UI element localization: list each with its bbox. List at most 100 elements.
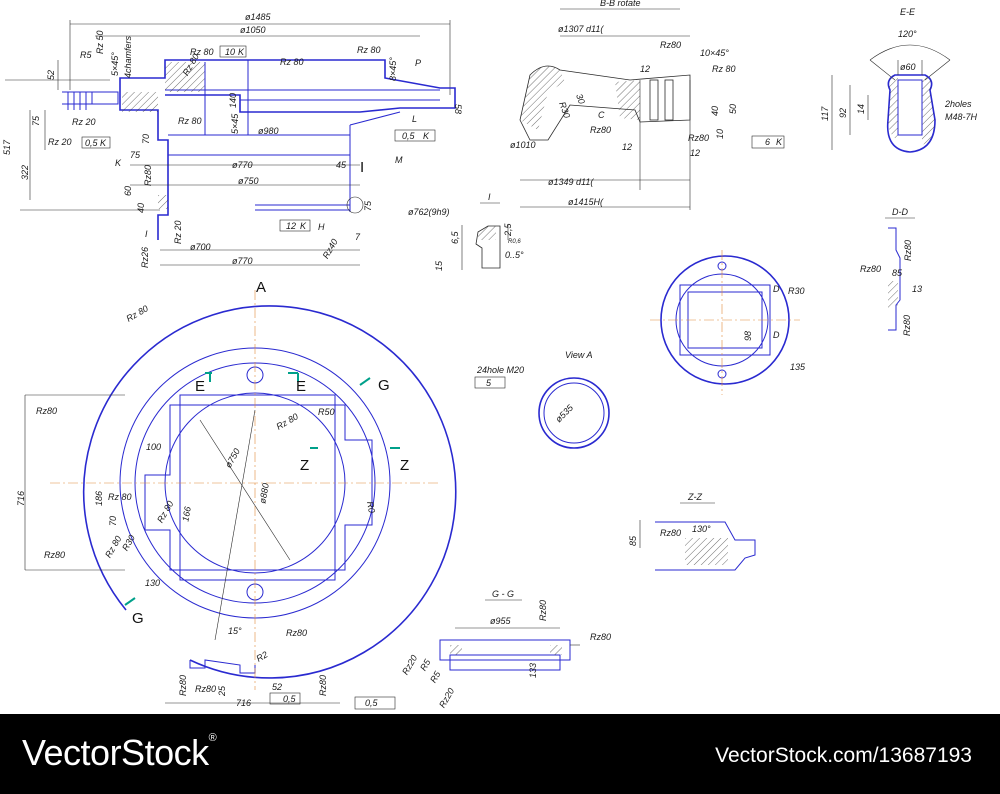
section-ee: E-E 120° ø60 117 92 14 2holes M48-7H: [820, 7, 978, 153]
dim-a15: 15°: [228, 626, 242, 636]
dim-75-c: 75: [363, 200, 373, 211]
tol-05-b: 0,5: [365, 698, 379, 708]
dim-70-b: 70: [108, 516, 118, 526]
ring-top-view: D D R30 98 135: [650, 250, 806, 395]
rough-rz80-pv4: Rz 80: [108, 492, 132, 502]
dim-5x45: 5×45°: [110, 52, 120, 76]
section-gg-title: G - G: [492, 589, 514, 599]
dim-d1307: ø1307 d11(: [558, 24, 604, 34]
brand-logo: VectorStock®: [22, 732, 217, 774]
rough-rz80-f: Rz 80: [178, 116, 202, 126]
dim-716-a: 716: [16, 491, 26, 506]
marker-e-2: E: [296, 378, 306, 395]
dim-117: 117: [820, 106, 830, 121]
dim-135: 135: [790, 362, 806, 372]
rough-rz80-zz: Rz80: [660, 528, 681, 538]
dim-133: 133: [528, 663, 538, 678]
rough-rz80-dd3: Rz80: [902, 315, 912, 336]
dim-d980: ø980: [258, 126, 279, 136]
section-dd: D-D Rz80 Rz80 85 13 Rz80: [860, 207, 922, 336]
dim-65: 6,5: [450, 230, 460, 244]
dim-d1349: ø1349 d11(: [548, 177, 594, 187]
section-ee-title: E-E: [900, 7, 916, 17]
rough-rz80-bb4: Rz80: [688, 133, 709, 143]
dim-r30-tv: R30: [788, 286, 805, 296]
dim-d955: ø955: [490, 616, 512, 626]
dim-186: 186: [94, 491, 104, 506]
marker-p: P: [415, 58, 421, 68]
rough-rz80-pv2: Rz80: [36, 406, 57, 416]
dim-d770-a: ø770: [232, 160, 253, 170]
dim-r30: R30: [557, 100, 572, 119]
rough-rz26: Rz26: [140, 247, 150, 268]
marker-e-1: E: [195, 378, 205, 395]
marker-g-1: G: [378, 377, 390, 394]
section-zz-title: Z-Z: [687, 492, 702, 502]
rough-rz20-b: Rz 20: [48, 137, 72, 147]
rough-rz80-bb2: Rz 80: [712, 64, 736, 74]
tol-10k: 10: [225, 47, 235, 57]
dim-05: 0..5°: [505, 250, 524, 260]
marker-g-2: G: [132, 610, 144, 627]
section-dd-title: D-D: [892, 207, 908, 217]
rough-rz80-d: Rz 80: [357, 45, 381, 55]
dim-d535: ø535: [554, 402, 576, 424]
dim-d700: ø700: [190, 242, 211, 252]
marker-i: I: [360, 159, 364, 176]
view-a-title: View A: [565, 350, 593, 360]
marker-d-1: D: [773, 284, 780, 294]
section-bb: B-B rotate ø1307 d11( Rz80 10×45° 12 Rz …: [510, 0, 785, 210]
marker-k-6: K: [776, 137, 783, 147]
dim-8x45: 8×45°: [388, 57, 398, 81]
rough-rz20-gg2: Rz20: [437, 686, 456, 709]
dim-98: 98: [743, 331, 753, 341]
rough-rz80-gg1: Rz80: [538, 600, 548, 621]
marker-l: L: [412, 114, 417, 124]
marker-k-1: K: [238, 47, 245, 57]
tol-05k-b: 0,5: [402, 131, 416, 141]
rough-rz80-pv11: Rz80: [318, 675, 328, 696]
rough-rz20-c: Rz 20: [173, 220, 183, 244]
marker-k-4: K: [423, 131, 430, 141]
dim-45: 45: [336, 160, 347, 170]
dim-d880: ø880: [257, 482, 270, 504]
dim-d750-b: ø750: [223, 447, 242, 470]
tol-12k: 12: [286, 221, 296, 231]
marker-k-5: K: [300, 221, 307, 231]
dim-15: 15: [434, 260, 444, 271]
footer-bar: VectorStock® VectorStock.com/13687193: [0, 714, 1000, 794]
dim-85-a: 85: [892, 268, 903, 278]
dim-d1050: ø1050: [240, 25, 266, 35]
dim-a120: 120°: [898, 29, 917, 39]
marker-i-2: I: [145, 229, 148, 239]
dim-d1415: ø1415H(: [568, 197, 604, 207]
marker-z-2: Z: [400, 457, 409, 474]
dim-52-b: 52: [272, 682, 282, 692]
tol-6k: 6: [765, 137, 770, 147]
dim-716-b: 716: [236, 698, 251, 708]
dim-70: 70: [141, 134, 151, 144]
dim-d1485: ø1485: [245, 12, 272, 22]
dim-r2: R2: [255, 649, 270, 663]
tol-05k-a: 0,5: [85, 138, 99, 148]
dim-100: 100: [146, 442, 161, 452]
rough-rz80-pv10: Rz80: [195, 684, 216, 694]
rough-rz80-b: Rz 80: [190, 47, 214, 57]
dim-85-b: 85: [628, 535, 638, 546]
dim-40-b: 40: [710, 106, 720, 116]
dim-d60: ø60: [900, 62, 916, 72]
dim-r50: R50: [318, 407, 335, 417]
marker-h: H: [318, 222, 325, 232]
marker-a: A: [256, 279, 266, 296]
rough-rz80-e: Rz80: [143, 165, 153, 186]
dim-75-b: 75: [130, 150, 141, 160]
dim-58: 58: [453, 104, 463, 114]
dim-12-c: 12: [690, 148, 700, 158]
image-id-link[interactable]: VectorStock.com/13687193: [715, 744, 972, 767]
dim-12-b: 12: [622, 142, 632, 152]
rough-rz80-bb3: Rz80: [590, 125, 611, 135]
dim-52: 52: [46, 70, 56, 80]
dim-7: 7: [355, 232, 361, 242]
marker-c: C: [598, 110, 605, 120]
label-2holes: 2holes: [944, 99, 972, 109]
